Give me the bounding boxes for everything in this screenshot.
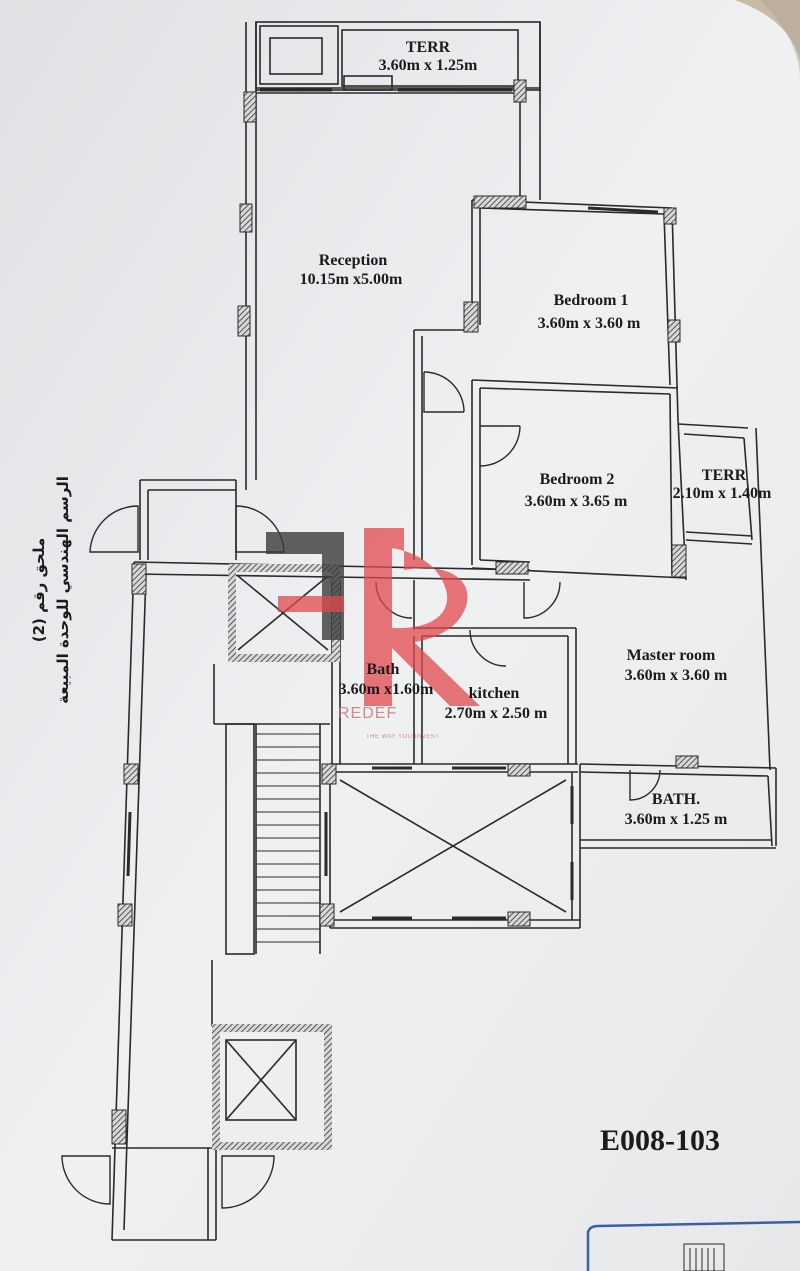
bath-master-dims: 3.60m x 1.25 m: [625, 811, 728, 828]
terr-side-dims: 2.10m x 1.40m: [673, 485, 772, 502]
watermark-h-gray: [266, 532, 344, 640]
bedroom-1-name: Bedroom 1: [554, 292, 629, 309]
master-dims: 3.60m x 3.60 m: [625, 667, 728, 684]
reception-name: Reception: [319, 252, 388, 269]
terr-top-dims: 3.60m x 1.25m: [379, 57, 478, 74]
stamp-corner: [586, 1220, 800, 1271]
watermark-r-letter: [364, 528, 480, 706]
book-edge: [735, 0, 800, 60]
bath-master-name: BATH.: [652, 791, 700, 808]
terr-side-name: TERR: [702, 467, 747, 484]
watermark-tagline: THE WAY YOU INVEST: [366, 734, 439, 740]
windows: [126, 88, 659, 920]
structural-columns: [111, 79, 699, 1145]
annex-heading: ملحق رقم (2): [30, 538, 48, 643]
stair-treads: [256, 733, 320, 943]
annex-subtitle: الرسم الهندسي للوحدة المبيعة: [54, 476, 72, 704]
walls: [111, 21, 777, 1241]
bedroom-2-dims: 3.60m x 3.65 m: [525, 493, 628, 510]
kitchen-name: kitchen: [469, 685, 520, 702]
room-labels: TERR 3.60m x 1.25m Reception 10.15m x5.0…: [300, 39, 772, 828]
bath-name: Bath: [367, 661, 400, 678]
watermark-h-bar: [278, 596, 344, 612]
master-name: Master room: [627, 647, 716, 664]
bedroom-1-dims: 3.60m x 3.60 m: [538, 315, 641, 332]
reception-dims: 10.15m x5.00m: [300, 271, 403, 288]
terr-top-name: TERR: [406, 39, 451, 56]
kitchen-dims: 2.70m x 2.50 m: [445, 705, 548, 722]
bath-dims: 3.60m x1.60m: [339, 681, 434, 698]
watermark-logo: REDEF THE WAY YOU INVEST: [266, 528, 480, 740]
unit-code: E008-103: [600, 1124, 720, 1157]
bedroom-2-name: Bedroom 2: [540, 471, 615, 488]
watermark-brand: REDEF: [338, 705, 397, 722]
annex-label-group: ملحق رقم (2) الرسم الهندسي للوحدة المبيع…: [30, 476, 72, 704]
